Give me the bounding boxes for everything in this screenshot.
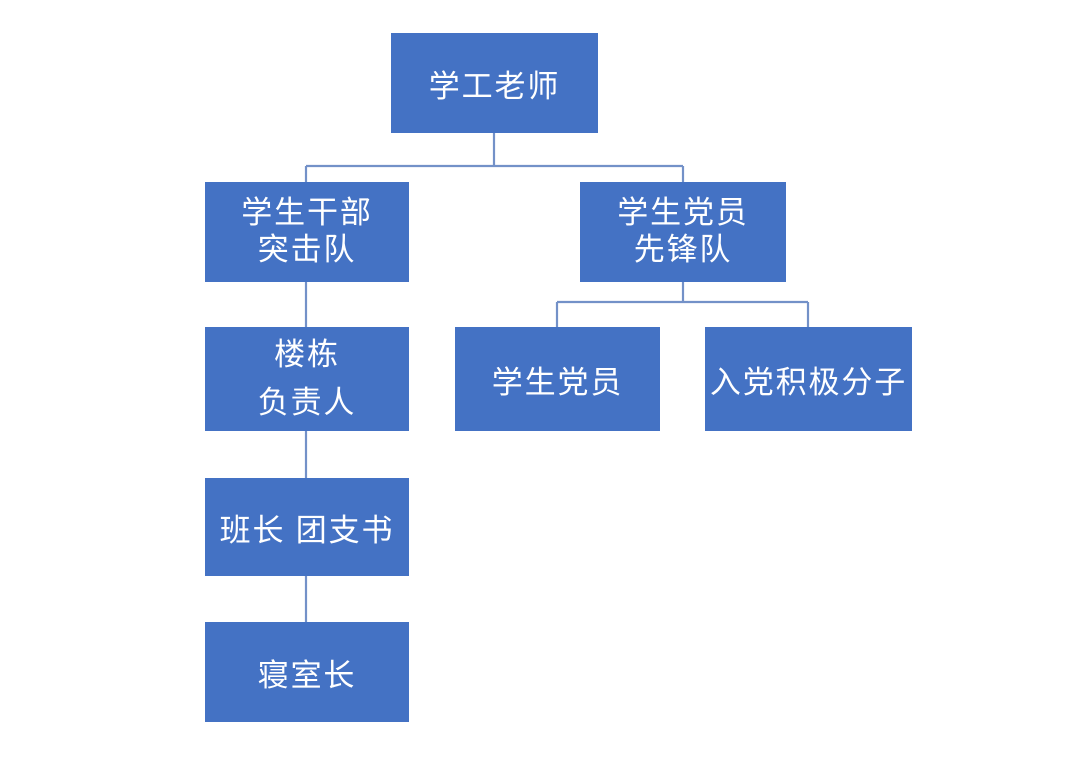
node-dorm-head[interactable]: 寝室长 — [205, 622, 409, 722]
node-label-line: 负责人 — [257, 385, 357, 420]
node-label-line: 班长 团支书 — [219, 512, 395, 548]
node-label-line: 入党积极分子 — [709, 364, 908, 400]
node-student-party-member[interactable]: 学生党员 — [455, 327, 660, 431]
node-student-party-vanguard-team[interactable]: 学生党员 先锋队 — [580, 182, 786, 282]
node-label-line: 突击队 — [257, 232, 357, 267]
node-class-monitor-league-secretary[interactable]: 班长 团支书 — [205, 478, 409, 576]
node-building-manager[interactable]: 楼栋 负责人 — [205, 327, 409, 431]
node-label-line: 楼栋 — [274, 336, 340, 372]
node-label-line: 寝室长 — [257, 657, 357, 693]
node-label-line: 先锋队 — [633, 232, 733, 267]
node-label-line: 学生党员 — [491, 364, 624, 400]
node-label-line: 学生干部 — [241, 195, 373, 231]
node-label-line: 学生党员 — [617, 195, 749, 231]
node-label-line: 学工老师 — [428, 68, 561, 104]
node-student-cadre-assault-team[interactable]: 学生干部 突击队 — [205, 182, 409, 282]
node-party-activist[interactable]: 入党积极分子 — [705, 327, 912, 431]
node-xuegong-laoshi[interactable]: 学工老师 — [391, 33, 598, 133]
